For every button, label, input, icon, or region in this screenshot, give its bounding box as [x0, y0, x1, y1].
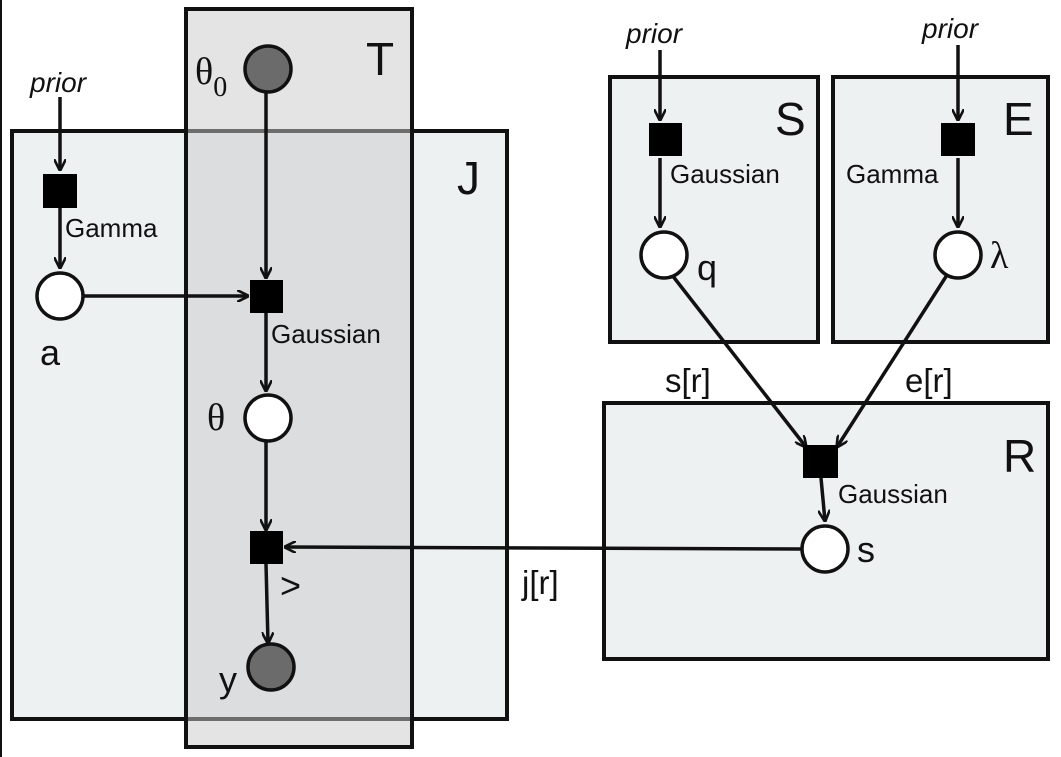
- node-label-q: q: [697, 247, 717, 288]
- plate-label-t: T: [366, 33, 394, 85]
- edge-greater-to-y: [266, 563, 268, 643]
- factor-label-gamma-lambda: Gamma: [846, 159, 939, 189]
- factor-label-gaussian-theta: Gaussian: [271, 319, 381, 349]
- prior-label-q: prior: [625, 18, 684, 49]
- edge-q-to-gaussian-s: [670, 273, 806, 447]
- node-y: [246, 642, 296, 692]
- factor-gamma-lambda: [941, 123, 975, 156]
- factor-gaussian-q: [649, 123, 682, 156]
- factor-label-gamma-a: Gamma: [65, 213, 158, 243]
- factor-label-greater: >: [280, 565, 301, 606]
- plate-e: [831, 75, 1050, 344]
- factor-label-gaussian-s: Gaussian: [838, 479, 948, 509]
- node-s: [800, 524, 850, 574]
- node-label-a: a: [40, 332, 61, 373]
- node-theta0: [243, 44, 293, 94]
- node-a: [35, 271, 85, 321]
- plate-t: [184, 7, 414, 749]
- prior-label-a: prior: [29, 67, 88, 98]
- factor-label-gaussian-q: Gaussian: [670, 159, 780, 189]
- factor-gaussian-theta: [250, 280, 283, 313]
- node-label-theta0: θ0: [195, 51, 227, 103]
- node-lambda: [933, 230, 983, 280]
- plate-s: [608, 75, 820, 344]
- plate-label-j: J: [457, 152, 480, 204]
- edge-label-s-r: s[r]: [665, 362, 711, 399]
- plate-label-e: E: [1003, 93, 1034, 145]
- plate-label-r: R: [1003, 430, 1036, 482]
- edge-label-j-r: j[r]: [521, 564, 559, 601]
- node-q: [639, 230, 689, 280]
- edge-s-to-greater: [285, 547, 804, 549]
- factor-gaussian-s: [803, 445, 838, 478]
- prior-label-lambda: prior: [921, 13, 980, 44]
- factor-gamma-a: [43, 174, 77, 208]
- node-label-theta: θ: [207, 397, 225, 439]
- edge-label-e-r: e[r]: [905, 362, 953, 399]
- node-theta: [243, 393, 293, 443]
- plate-label-s: S: [775, 93, 806, 145]
- edge-gaussian-to-s: [821, 477, 825, 521]
- node-label-lambda: λ: [990, 235, 1009, 277]
- node-label-s: s: [857, 529, 875, 570]
- node-label-y: y: [219, 659, 237, 700]
- edge-lambda-to-gaussian-s: [837, 274, 949, 447]
- factor-greater: [250, 531, 283, 564]
